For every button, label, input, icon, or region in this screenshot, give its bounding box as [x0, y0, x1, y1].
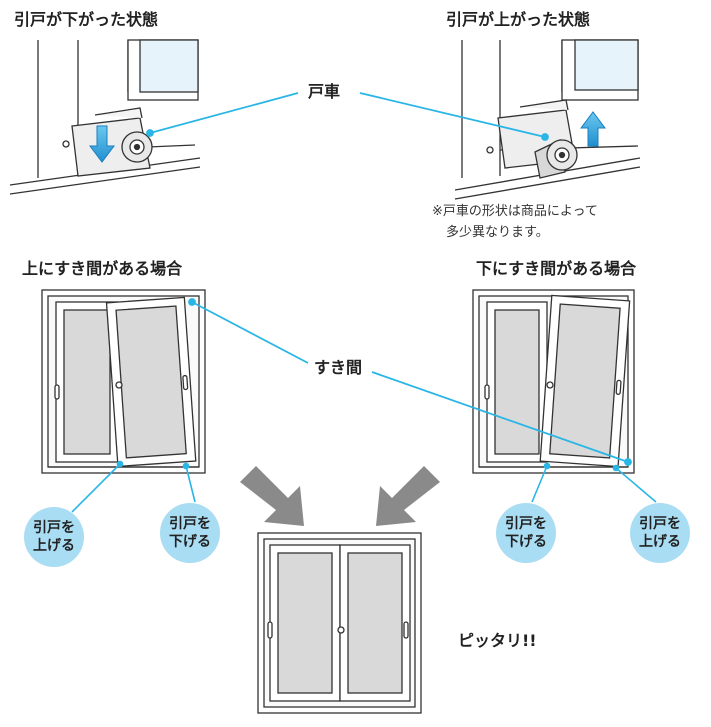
- down-arrow-icon: [89, 125, 115, 163]
- arrow-down-right-icon: [240, 466, 304, 526]
- title-raised: 引戸が上がった状態: [446, 10, 591, 29]
- pane-back: [63, 309, 111, 455]
- bubble-right-lower: 引戸を下げる: [496, 503, 556, 563]
- pane-front: [115, 305, 187, 459]
- title-lowered: 引戸が下がった状態: [14, 10, 159, 29]
- detail-raised: [454, 39, 641, 200]
- window-gap-top: [41, 289, 206, 474]
- label-gap: すき間: [310, 360, 367, 376]
- bubble-right-raise: 引戸を上げる: [630, 503, 690, 563]
- gap-callout: [188, 298, 632, 466]
- note-line1: ※戸車の形状は商品によって: [432, 204, 598, 219]
- roller-callout: [146, 92, 549, 141]
- glass-pane: [139, 39, 199, 93]
- bubble-leaders: [71, 460, 657, 513]
- window-perfect: [257, 532, 422, 714]
- title-gap-bottom: 下にすき間がある場合: [476, 259, 637, 278]
- note-line2: 多少異なります。: [446, 225, 549, 240]
- bubble-left-lower: 引戸を下げる: [160, 503, 220, 563]
- window-gap-bottom: [472, 289, 635, 474]
- title-gap-top: 上にすき間がある場合: [22, 259, 183, 278]
- bubble-left-raise: 引戸を上げる: [24, 507, 84, 567]
- arrow-down-left-icon: [376, 466, 440, 526]
- label-roller: 戸車: [304, 84, 345, 100]
- label-perfect: ピッタリ!!: [458, 631, 537, 650]
- detail-lowered: [9, 39, 201, 195]
- up-arrow-icon: [580, 111, 606, 147]
